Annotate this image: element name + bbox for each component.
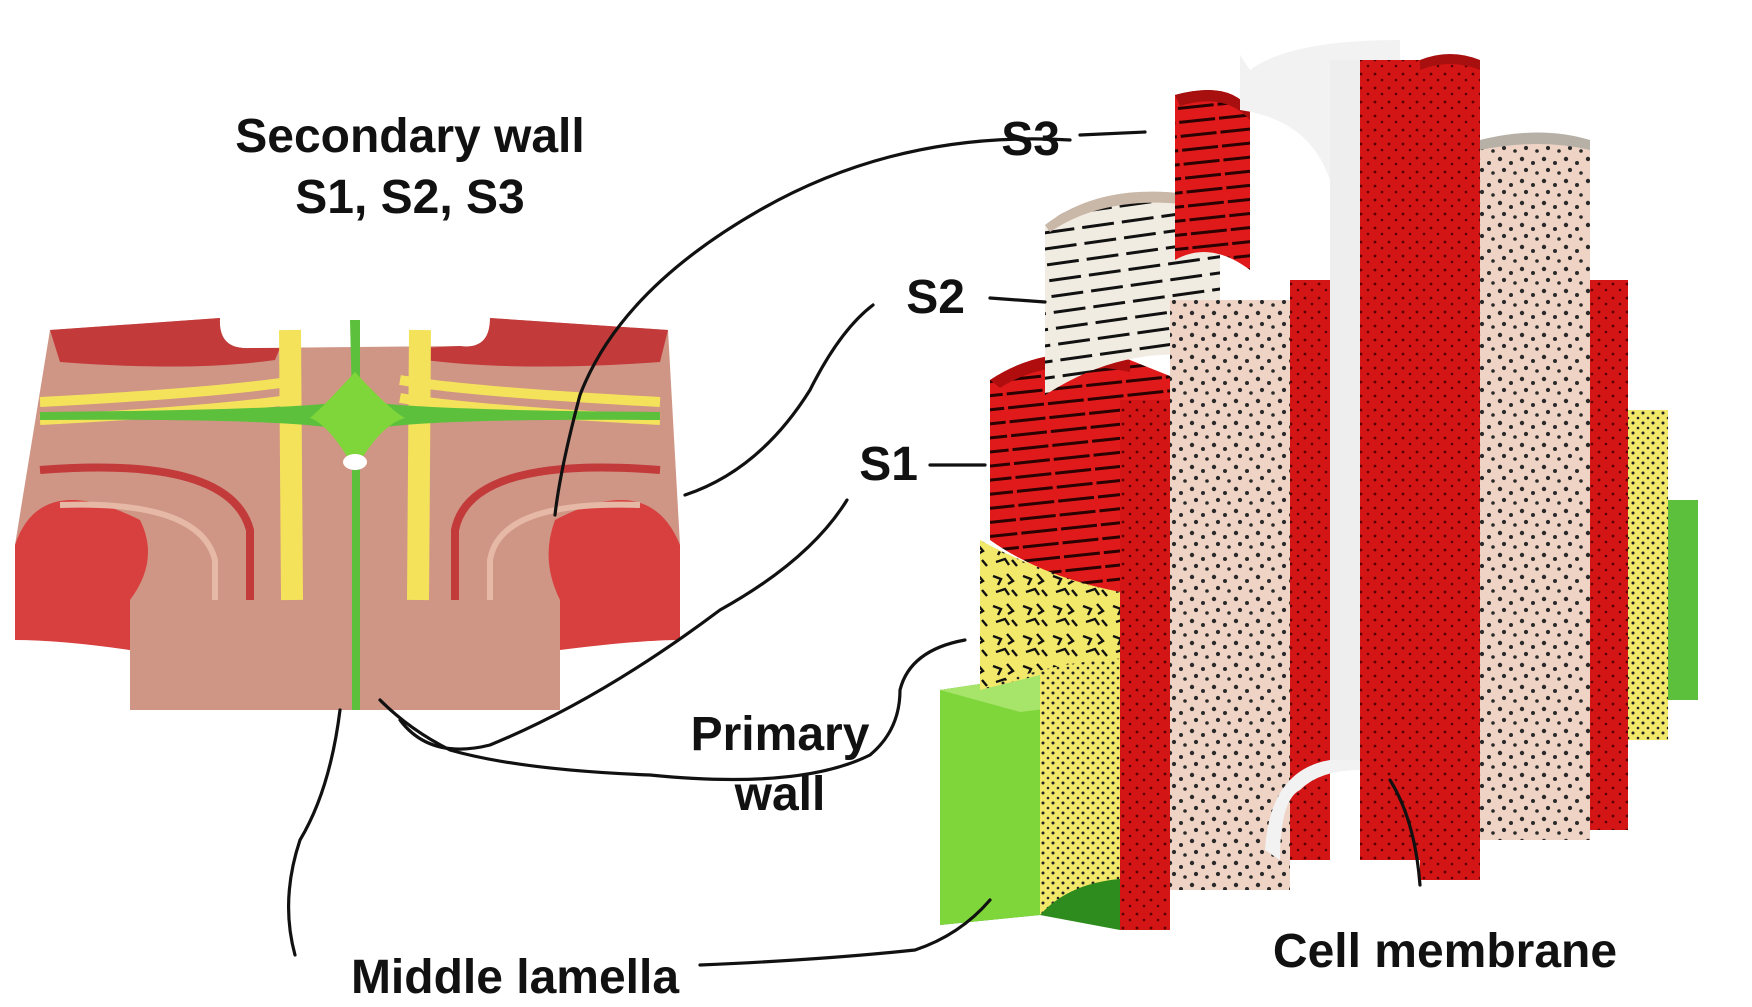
label-s2: S2: [906, 271, 965, 324]
cell-wall-cylinder: [940, 24, 1698, 930]
label-cell-membrane: Cell membrane: [1273, 925, 1617, 978]
label-primary-wall-line2: wall: [734, 768, 826, 821]
label-primary-wall-line1: Primary: [691, 708, 870, 761]
label-middle-lamella: Middle lamella: [351, 951, 679, 1004]
label-s1: S1: [859, 438, 918, 491]
label-s3: S3: [1001, 113, 1060, 166]
leader-lines: [286, 130, 1422, 967]
cell-membrane-surface: [1240, 24, 1400, 860]
secondary-wall-section: [15, 318, 680, 710]
section-middle-lamella: [40, 320, 660, 710]
leader-middle-lamella: [286, 708, 992, 967]
leader-primary-wall: [378, 638, 967, 782]
label-secondary-wall-line1: Secondary wall: [235, 110, 584, 163]
leader-s2: [683, 296, 1047, 497]
leader-s3: [553, 130, 1147, 517]
label-secondary-wall-line2: S1, S2, S3: [295, 171, 524, 224]
leader-cell-membrane: [1388, 778, 1422, 887]
